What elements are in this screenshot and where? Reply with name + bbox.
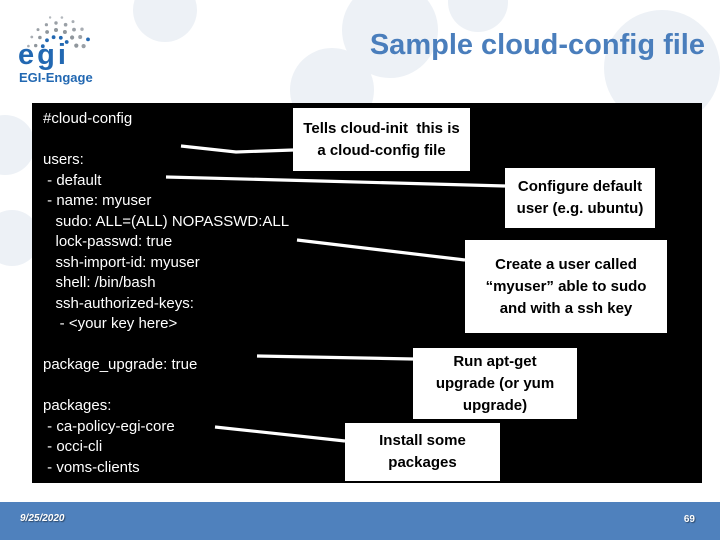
background-circle bbox=[448, 0, 508, 32]
callout-cloud-init: Tells cloud-init this is a cloud-config … bbox=[293, 108, 470, 171]
egi-logo: egi EGI-Engage bbox=[18, 10, 138, 94]
callout-text: Run apt-get upgrade (or yum upgrade) bbox=[435, 352, 555, 414]
footer-page-number: 69 bbox=[683, 514, 695, 525]
footer-date: 9/25/2020 bbox=[20, 513, 65, 524]
callout-text: Install some packages bbox=[379, 432, 466, 471]
callout-install-packages: Install some packages bbox=[345, 423, 500, 481]
footer-bar: 9/25/2020 69 bbox=[0, 502, 720, 540]
egi-logo-dots-icon bbox=[27, 16, 90, 49]
callout-run-upgrade: Run apt-get upgrade (or yum upgrade) bbox=[413, 348, 577, 419]
callout-text: Tells cloud-init this is a cloud-config … bbox=[303, 119, 460, 159]
egi-logo-subbrand: EGI-Engage bbox=[19, 70, 93, 85]
callout-create-user: Create a user called “myuser” able to su… bbox=[465, 240, 667, 333]
background-circle bbox=[0, 115, 35, 175]
page-title: Sample cloud-config file bbox=[369, 29, 705, 61]
background-circle bbox=[133, 0, 197, 42]
callout-configure-default-user: Configure default user (e.g. ubuntu) bbox=[505, 168, 655, 228]
cloud-config-code: #cloud-config users: - default - name: m… bbox=[43, 110, 290, 476]
callout-text: Create a user called “myuser” able to su… bbox=[485, 255, 647, 317]
callout-text: Configure default user (e.g. ubuntu) bbox=[516, 178, 644, 217]
egi-logo-brand: egi bbox=[18, 39, 69, 71]
